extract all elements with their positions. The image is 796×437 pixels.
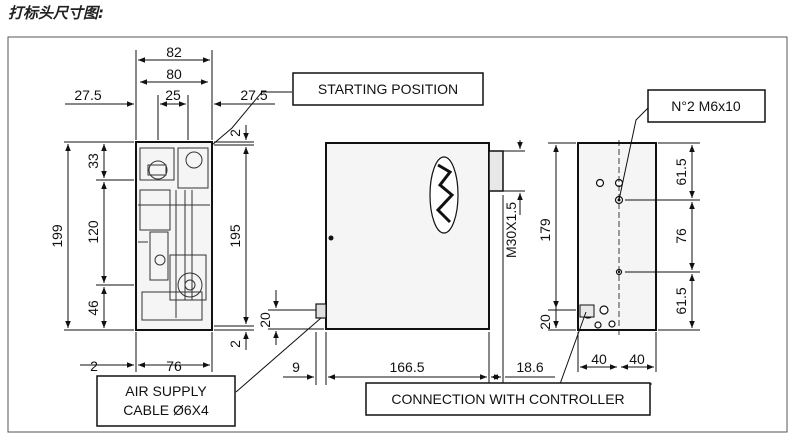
air-supply-label-line1: AIR SUPPLY xyxy=(125,383,207,399)
thread-connector xyxy=(488,150,504,192)
dim-20-left: 20 xyxy=(257,312,273,328)
connection-callout-box xyxy=(365,382,651,416)
dim-61-5-bottom: 61.5 xyxy=(673,287,689,314)
dim-61-5-top: 61.5 xyxy=(673,158,689,185)
dim-82: 82 xyxy=(166,44,182,60)
air-supply-callout-box xyxy=(96,375,236,427)
dim-20-right: 20 xyxy=(537,314,553,330)
dim-199: 199 xyxy=(49,224,65,248)
thread-callout-box xyxy=(647,89,766,123)
thread-callout-label: N°2 M6x10 xyxy=(671,98,741,114)
dim-33: 33 xyxy=(85,153,101,169)
dim-40-left: 40 xyxy=(591,351,607,367)
dim-76: 76 xyxy=(166,358,182,374)
side-view: M30X1.5 20 9 166.5 18.6 xyxy=(257,140,555,385)
starting-position-callout-box xyxy=(292,72,484,106)
dim-195: 195 xyxy=(227,224,243,248)
dim-76-right: 76 xyxy=(673,228,689,244)
dim-120: 120 xyxy=(85,220,101,244)
air-supply-label-line2: CABLE Ø6X4 xyxy=(123,402,209,418)
back-view: 179 20 61.5 76 61.5 40 40 xyxy=(537,107,700,372)
front-view: 82 80 27.5 25 27.5 199 33 120 46 xyxy=(49,44,292,374)
dim-2-bottom: 2 xyxy=(227,340,243,348)
dim-46: 46 xyxy=(85,300,101,316)
dim-80: 80 xyxy=(166,66,182,82)
drawing-frame xyxy=(7,36,788,433)
brand-logo xyxy=(429,156,459,234)
air-fitting xyxy=(315,303,327,319)
dim-18-6: 18.6 xyxy=(516,359,543,375)
side-body xyxy=(325,142,490,330)
drawing-title: 打标头尺寸图: xyxy=(8,4,104,22)
dim-25: 25 xyxy=(165,87,181,103)
dim-2-bottom-width: 2 xyxy=(90,358,98,374)
dim-27-5-left: 27.5 xyxy=(74,87,101,103)
back-body xyxy=(577,142,657,331)
starting-position-label: STARTING POSITION xyxy=(318,81,458,97)
connection-label: CONNECTION WITH CONTROLLER xyxy=(391,391,624,407)
dim-2-top: 2 xyxy=(227,129,243,137)
dim-m30: M30X1.5 xyxy=(503,202,519,258)
dim-27-5-right: 27.5 xyxy=(240,87,267,103)
dim-179: 179 xyxy=(537,218,553,242)
dim-40-right: 40 xyxy=(629,351,645,367)
dim-166-5: 166.5 xyxy=(389,359,424,375)
dim-9: 9 xyxy=(292,359,300,375)
